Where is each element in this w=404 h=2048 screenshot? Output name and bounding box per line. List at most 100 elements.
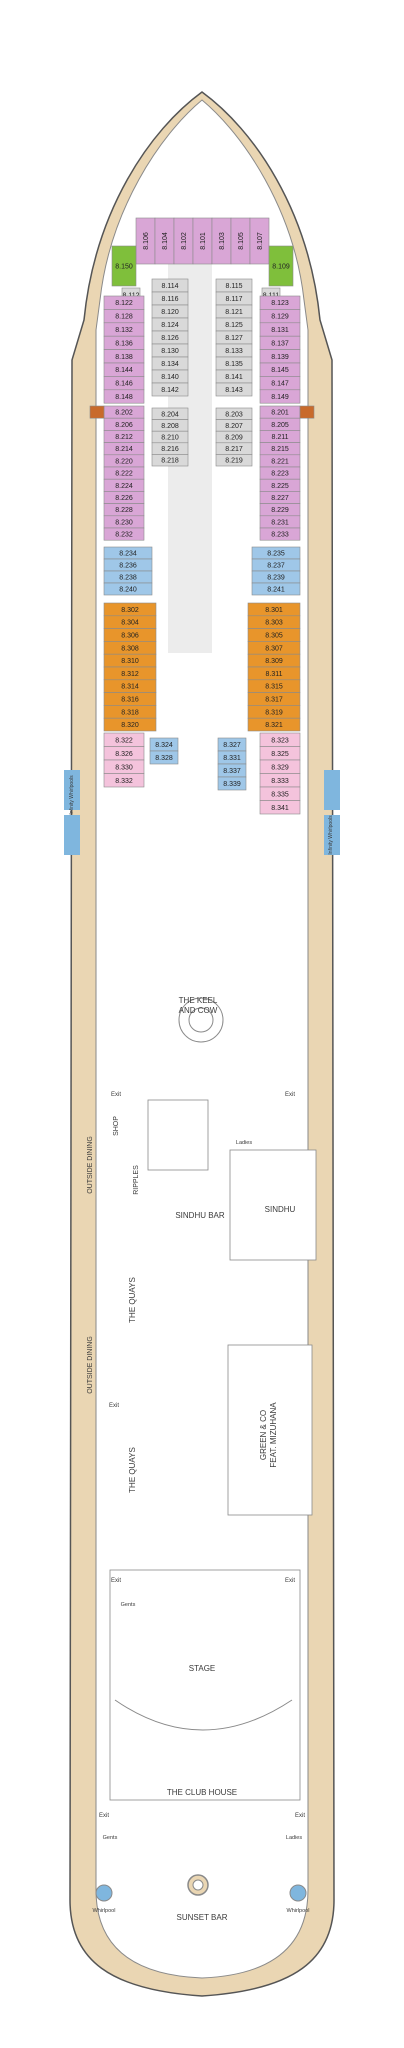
cabin-8-301[interactable]: 8.301 — [247, 602, 301, 617]
cabin-8-233[interactable]: 8.233 — [259, 527, 301, 541]
cabin-8-120[interactable]: 8.120 — [151, 304, 189, 319]
cabin-8-136[interactable]: 8.136 — [103, 335, 145, 350]
cabin-8-144[interactable]: 8.144 — [103, 362, 145, 377]
cabin-box[interactable] — [103, 773, 145, 788]
cabin-8-331[interactable]: 8.331 — [217, 750, 247, 765]
sindhu-bar-area[interactable] — [147, 1099, 209, 1171]
cabin-8-319[interactable]: 8.319 — [247, 705, 301, 719]
cabin-8-130[interactable]: 8.130 — [151, 343, 189, 358]
cabin-8-212[interactable]: 8.212 — [103, 430, 145, 443]
cabin-8-218[interactable]: 8.218 — [151, 454, 189, 467]
cabin-8-121[interactable]: 8.121 — [215, 304, 253, 319]
cabin-8-315[interactable]: 8.315 — [247, 679, 301, 693]
cabin-box[interactable] — [103, 717, 157, 732]
cabin-8-305[interactable]: 8.305 — [247, 628, 301, 642]
cabin-8-231[interactable]: 8.231 — [259, 515, 301, 529]
cabin-box[interactable] — [268, 245, 294, 287]
cabin-8-211[interactable]: 8.211 — [259, 430, 301, 443]
cabin-8-221[interactable]: 8.221 — [259, 454, 301, 468]
cabin-8-316[interactable]: 8.316 — [103, 692, 157, 706]
cabin-8-148[interactable]: 8.148 — [103, 389, 145, 404]
cabin-8-104[interactable]: 8.104 — [154, 217, 175, 265]
cabin-8-321[interactable]: 8.321 — [247, 717, 301, 732]
cabin-8-323[interactable]: 8.323 — [259, 732, 301, 747]
cabin-8-314[interactable]: 8.314 — [103, 679, 157, 693]
cabin-8-133[interactable]: 8.133 — [215, 343, 253, 358]
cabin-8-322[interactable]: 8.322 — [103, 732, 145, 747]
cabin-8-229[interactable]: 8.229 — [259, 503, 301, 517]
cabin-box[interactable] — [259, 800, 301, 815]
cabin-[interactable] — [89, 405, 105, 419]
cabin-8-310[interactable]: 8.310 — [103, 653, 157, 668]
cabin-8-102[interactable]: 8.102 — [173, 217, 194, 265]
cabin-8-103[interactable]: 8.103 — [211, 217, 232, 265]
cabin-8-335[interactable]: 8.335 — [259, 786, 301, 801]
cabin-8-146[interactable]: 8.146 — [103, 376, 145, 391]
cabin-8-147[interactable]: 8.147 — [259, 376, 301, 391]
cabin-box[interactable] — [151, 382, 189, 397]
cabin-8-237[interactable]: 8.237 — [251, 558, 301, 572]
cabin-8-302[interactable]: 8.302 — [103, 602, 157, 617]
cabin-8-101[interactable]: 8.101 — [192, 217, 213, 265]
cabin-8-327[interactable]: 8.327 — [217, 737, 247, 752]
cabin-8-210[interactable]: 8.210 — [151, 430, 189, 444]
green-and-co-area[interactable] — [227, 1344, 313, 1516]
cabin-8-214[interactable]: 8.214 — [103, 442, 145, 456]
cabin-8-114[interactable]: 8.114 — [151, 278, 189, 293]
cabin-box[interactable] — [89, 405, 105, 419]
cabin-8-135[interactable]: 8.135 — [215, 356, 253, 371]
cabin-box[interactable] — [215, 382, 253, 397]
cabin-8-105[interactable]: 8.105 — [230, 217, 251, 265]
cabin-8-326[interactable]: 8.326 — [103, 746, 145, 761]
cabin-box[interactable] — [215, 454, 253, 467]
cabin-8-223[interactable]: 8.223 — [259, 466, 301, 480]
cabin-8-138[interactable]: 8.138 — [103, 349, 145, 364]
cabin-box[interactable] — [259, 527, 301, 541]
cabin-8-134[interactable]: 8.134 — [151, 356, 189, 371]
cabin-8-207[interactable]: 8.207 — [215, 419, 253, 432]
cabin-8-303[interactable]: 8.303 — [247, 615, 301, 629]
cabin-8-232[interactable]: 8.232 — [103, 527, 145, 541]
cabin-8-330[interactable]: 8.330 — [103, 759, 145, 774]
cabin-8-201[interactable]: 8.201 — [259, 405, 301, 419]
cabin-8-109[interactable]: 8.109 — [268, 245, 294, 287]
cabin-8-143[interactable]: 8.143 — [215, 382, 253, 397]
cabin-8-306[interactable]: 8.306 — [103, 628, 157, 642]
cabin-box[interactable] — [249, 217, 270, 265]
cabin-8-236[interactable]: 8.236 — [103, 558, 153, 572]
cabin-8-318[interactable]: 8.318 — [103, 705, 157, 719]
cabin-8-107[interactable]: 8.107 — [249, 217, 270, 265]
cabin-8-317[interactable]: 8.317 — [247, 692, 301, 706]
cabin-8-312[interactable]: 8.312 — [103, 666, 157, 681]
cabin-8-128[interactable]: 8.128 — [103, 309, 145, 324]
cabin-8-125[interactable]: 8.125 — [215, 317, 253, 332]
cabin-8-208[interactable]: 8.208 — [151, 419, 189, 432]
cabin-8-129[interactable]: 8.129 — [259, 309, 301, 324]
cabin-8-141[interactable]: 8.141 — [215, 369, 253, 384]
cabin-8-311[interactable]: 8.311 — [247, 666, 301, 681]
cabin-8-240[interactable]: 8.240 — [103, 582, 153, 596]
cabin-8-126[interactable]: 8.126 — [151, 330, 189, 345]
cabin-8-117[interactable]: 8.117 — [215, 291, 253, 306]
cabin-8-122[interactable]: 8.122 — [103, 295, 145, 310]
cabin-8-304[interactable]: 8.304 — [103, 615, 157, 629]
cabin-box[interactable] — [103, 389, 145, 404]
cabin-box[interactable] — [151, 454, 189, 467]
cabin-box[interactable] — [111, 245, 137, 287]
cabin-box[interactable] — [149, 750, 179, 765]
cabin-box[interactable] — [103, 527, 145, 541]
cabin-8-123[interactable]: 8.123 — [259, 295, 301, 310]
cabin-8-215[interactable]: 8.215 — [259, 442, 301, 456]
cabin-8-227[interactable]: 8.227 — [259, 491, 301, 504]
cabin-8-239[interactable]: 8.239 — [251, 570, 301, 584]
cabin-8-205[interactable]: 8.205 — [259, 417, 301, 431]
cabin-8-225[interactable]: 8.225 — [259, 478, 301, 492]
cabin-8-328[interactable]: 8.328 — [149, 750, 179, 765]
cabin-8-145[interactable]: 8.145 — [259, 362, 301, 377]
cabin-[interactable] — [299, 405, 315, 419]
cabin-box[interactable] — [259, 389, 301, 404]
cabin-8-235[interactable]: 8.235 — [251, 546, 301, 560]
cabin-8-106[interactable]: 8.106 — [135, 217, 156, 265]
cabin-8-332[interactable]: 8.332 — [103, 773, 145, 788]
cabin-8-226[interactable]: 8.226 — [103, 491, 145, 504]
